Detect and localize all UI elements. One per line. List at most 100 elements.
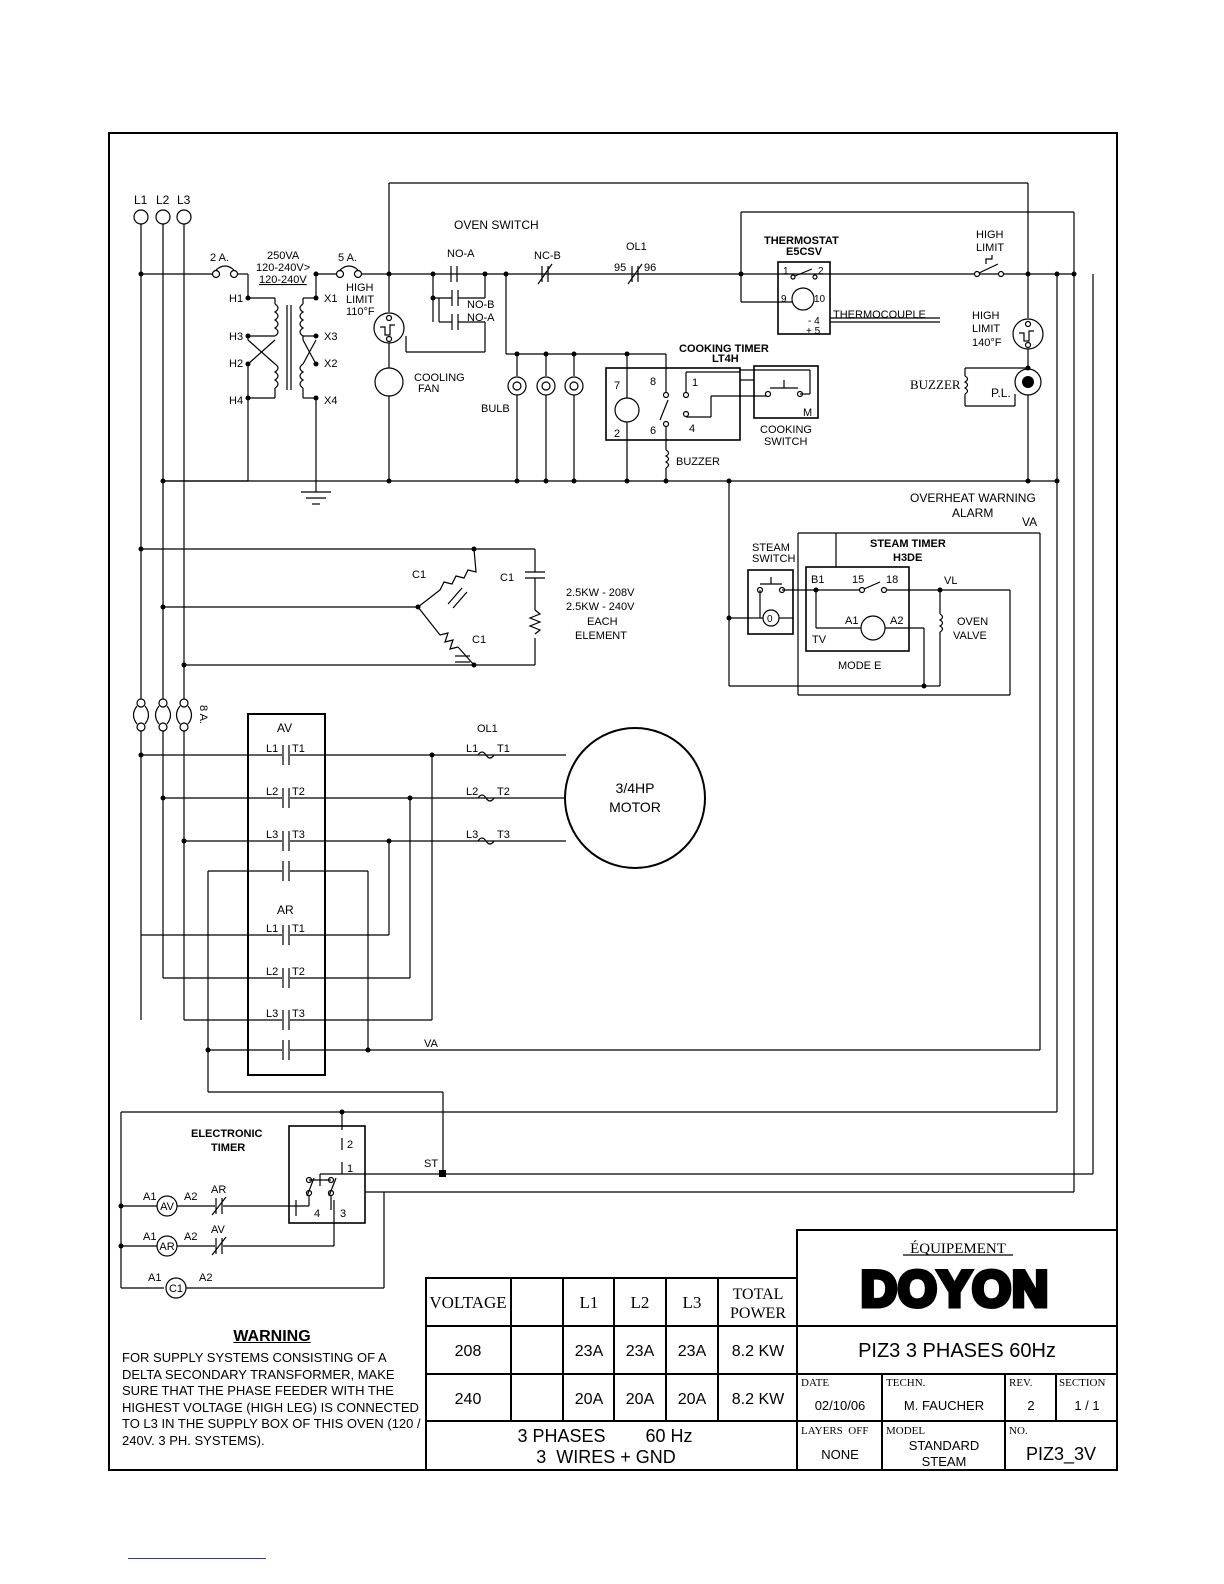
coil-c1-label: C1 <box>169 1283 183 1295</box>
ar-t2: T2 <box>292 966 305 978</box>
av-t3: T3 <box>292 829 305 841</box>
ar-l2: L2 <box>266 966 278 978</box>
label-x4: X4 <box>324 395 337 407</box>
row1-l3: 23A <box>678 1343 707 1360</box>
model-value2: STEAM <box>922 1454 967 1469</box>
date-value: 02/10/06 <box>815 1398 866 1413</box>
oven-valve-l2: VALVE <box>953 630 987 642</box>
ol1-label: OL1 <box>626 241 647 253</box>
steam-switch-l1: STEAM <box>752 542 790 554</box>
ol1m-t2: T2 <box>497 786 510 798</box>
label-x1: X1 <box>324 293 337 305</box>
ar-t3: T3 <box>292 1008 305 1020</box>
av-l3: L3 <box>266 829 278 841</box>
coil-c1-a1: A1 <box>148 1272 161 1284</box>
steam-timer-title: STEAM TIMER <box>870 538 946 550</box>
st-b1: B1 <box>811 574 824 586</box>
va-line-label: VA <box>424 1038 439 1050</box>
row1-l2: 23A <box>626 1343 655 1360</box>
et-t3: 3 <box>340 1208 346 1220</box>
ol1m-l3: L3 <box>466 829 478 841</box>
steam-switch-l2: SWITCH <box>752 553 795 565</box>
transformer-ratio2: 120-240V <box>259 274 307 286</box>
table-footer1: 3 PHASES 60 Hz <box>517 1426 692 1446</box>
av-t2: T2 <box>292 786 305 798</box>
oven-switch-ncb: NC-B <box>534 250 561 262</box>
thermostat-model: E5CSV <box>786 246 823 258</box>
th-total1: TOTAL <box>733 1286 784 1303</box>
label-h1: H1 <box>229 293 243 305</box>
steam-timer-model: H3DE <box>893 552 922 564</box>
electronic-timer-l2: TIMER <box>211 1142 245 1154</box>
ct-t6: 6 <box>650 425 656 437</box>
techn-value: M. FAUCHER <box>904 1398 984 1413</box>
contactor-ar-title: AR <box>277 903 294 917</box>
element-c1b: C1 <box>500 572 514 584</box>
element-spec3: EACH <box>587 616 618 628</box>
th-t5: + 5 <box>806 326 821 337</box>
warning-body: FOR SUPPLY SYSTEMS CONSISTING OF A DELTA… <box>122 1350 421 1448</box>
ol1-motor-label: OL1 <box>477 723 498 735</box>
et-t1: 1 <box>347 1163 353 1175</box>
contactor-box <box>247 713 326 1076</box>
control-circuit: 2 A. 250VA 120-240V> 120-240V H1 H3 H2 H… <box>138 182 1094 1192</box>
high-limit-top-l2: LIMIT <box>976 242 1004 254</box>
element-c1c: C1 <box>472 634 486 646</box>
transformer-symbol <box>245 295 319 401</box>
rev-label: REV. <box>1009 1377 1033 1389</box>
cooking-switch-box <box>753 365 819 419</box>
cooking-switch-l2: SWITCH <box>764 436 807 448</box>
coil-av-label: AV <box>160 1201 175 1213</box>
th-voltage: VOLTAGE <box>429 1293 506 1312</box>
ct-t4: 4 <box>689 423 695 435</box>
cooking-switch-m: M <box>803 407 812 419</box>
et-t2: 2 <box>347 1139 353 1151</box>
steam-switch-zero: 0 <box>767 614 773 625</box>
oven-switch-noa: NO-A <box>447 248 475 260</box>
oven-switch-noa2: NO-A <box>467 312 495 324</box>
brand-top: ÉQUIPEMENT <box>910 1240 1006 1257</box>
transformer-ratio: 120-240V> <box>256 262 310 274</box>
high-limit-110-l2: LIMIT <box>346 294 374 306</box>
ar-contact-label: AR <box>211 1184 226 1196</box>
spec-table: VOLTAGE L1 L2 L3 TOTAL POWER 208 23A 23A… <box>425 1277 798 1471</box>
ar-t1: T1 <box>292 923 305 935</box>
buzzer-right-label: BUZZER <box>910 377 961 392</box>
et-t4: 4 <box>314 1208 320 1220</box>
th-t9: 9 <box>781 294 787 305</box>
thermocouple-label: THERMOCOUPLE <box>833 309 926 321</box>
ar-l1: L1 <box>266 923 278 935</box>
fuse-2a-label: 2 A. <box>210 252 229 264</box>
model-label: MODEL <box>886 1425 925 1437</box>
overheat-l1: OVERHEAT WARNING <box>910 491 1036 505</box>
ct-t2: 2 <box>614 428 620 440</box>
supply-lines: L1 L2 L3 8 A. <box>132 193 209 1020</box>
ol1-heater-1 <box>477 751 495 759</box>
th-total2: POWER <box>730 1305 786 1322</box>
label-h4: H4 <box>229 395 243 407</box>
contactor-av-title: AV <box>277 721 292 735</box>
section-value: 1 / 1 <box>1074 1398 1099 1413</box>
label-l2: L2 <box>156 193 170 207</box>
pilot-light-label: P.L. <box>991 386 1011 400</box>
electronic-timer-circuit: ELECTRONIC TIMER 2 1 ST 4 3 AV <box>118 1109 1093 1299</box>
ol1-heater-3 <box>477 837 495 845</box>
fuse-5a-label: 5 A. <box>338 252 357 264</box>
label-l3: L3 <box>177 193 191 207</box>
th-t10: 10 <box>814 294 826 305</box>
no-label: NO. <box>1009 1425 1028 1437</box>
drawing-title: PIZ3 3 PHASES 60Hz <box>858 1340 1056 1362</box>
motor-symbol <box>564 727 706 869</box>
st-t15: 15 <box>852 574 864 586</box>
row1-l1: 23A <box>575 1343 604 1360</box>
section-label: SECTION <box>1059 1377 1106 1389</box>
cooking-timer-buzzer: BUZZER <box>676 456 720 468</box>
element-spec4: ELEMENT <box>575 630 627 642</box>
electronic-timer-l1: ELECTRONIC <box>191 1128 263 1140</box>
av-l2: L2 <box>266 786 278 798</box>
overheat-l2: ALARM <box>952 506 993 520</box>
thermostat-box <box>777 261 831 335</box>
high-limit-top-l1: HIGH <box>976 229 1004 241</box>
ol1-95: 95 <box>614 262 626 274</box>
